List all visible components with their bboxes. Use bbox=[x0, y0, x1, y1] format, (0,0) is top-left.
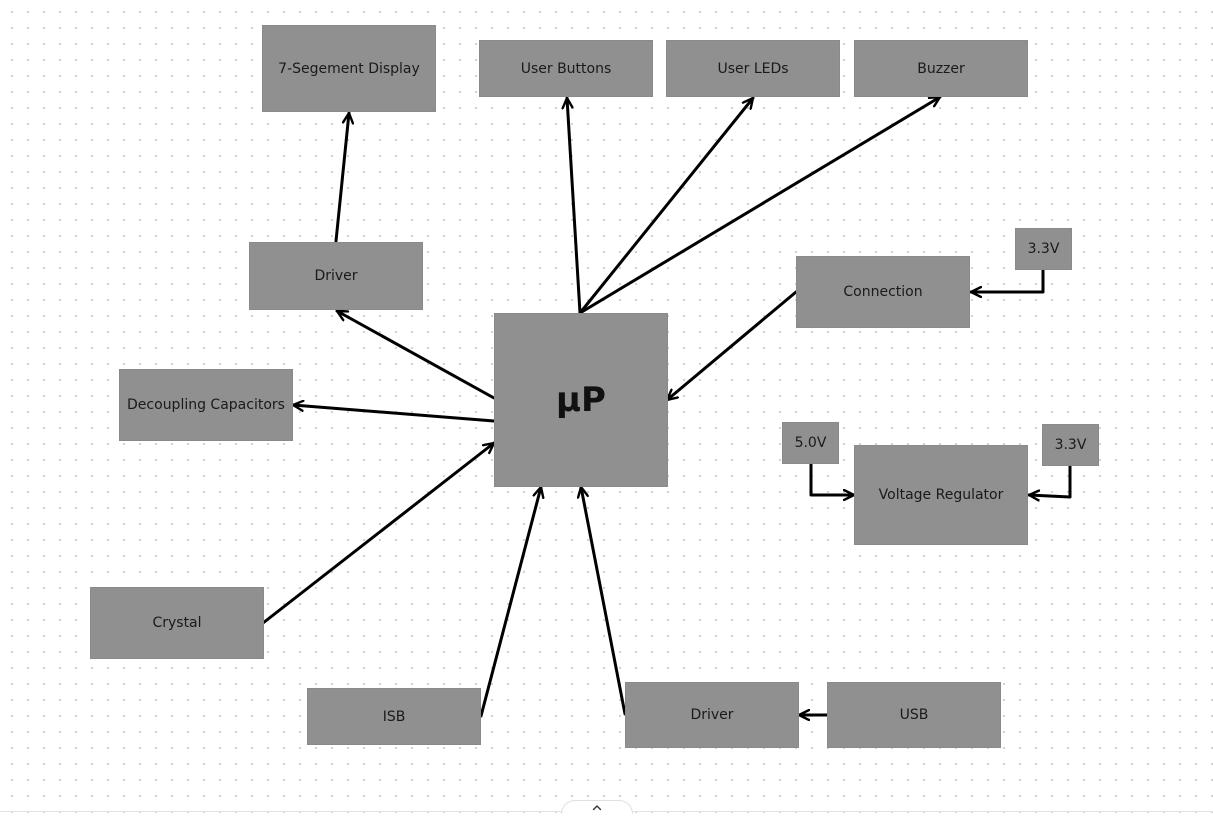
v33-right-label: 3.3V bbox=[1054, 437, 1087, 453]
user-leds-box[interactable]: User LEDs bbox=[666, 40, 840, 97]
v33-top-box[interactable]: 3.3V bbox=[1015, 228, 1072, 270]
isb-box[interactable]: ISB bbox=[307, 688, 481, 745]
edge-connection-to-mcu bbox=[665, 290, 798, 402]
driver-bottom-box[interactable]: Driver bbox=[625, 682, 799, 748]
edge-isb-to-mcu bbox=[479, 485, 541, 718]
edge-v33-right-to-voltage-regulator bbox=[1027, 464, 1072, 497]
edge-mcu-to-user-leds bbox=[578, 96, 755, 315]
edge-mcu-to-driver-top bbox=[335, 309, 496, 400]
user-leds-label: User LEDs bbox=[717, 60, 789, 77]
edge-driver-bottom-to-mcu bbox=[581, 485, 627, 716]
seg-display-label: 7-Segement Display bbox=[278, 60, 420, 77]
usb-box[interactable]: USB bbox=[827, 682, 1001, 748]
edge-driver-top-to-seg-display bbox=[334, 111, 349, 243]
driver-bottom-label: Driver bbox=[690, 707, 734, 723]
v50-label: 5.0V bbox=[794, 435, 827, 451]
collapse-panel-button[interactable] bbox=[561, 800, 633, 814]
mcu-label: μP bbox=[556, 380, 606, 420]
chevron-up-icon bbox=[592, 805, 602, 811]
v33-right-box[interactable]: 3.3V bbox=[1042, 424, 1099, 466]
connection-box[interactable]: Connection bbox=[796, 256, 970, 328]
v50-box[interactable]: 5.0V bbox=[782, 422, 839, 464]
seg-display-box[interactable]: 7-Segement Display bbox=[262, 25, 436, 112]
edge-v50-to-voltage-regulator bbox=[809, 462, 856, 495]
usb-label: USB bbox=[899, 707, 929, 723]
connection-label: Connection bbox=[843, 284, 923, 300]
buzzer-label: Buzzer bbox=[917, 60, 965, 77]
user-buttons-box[interactable]: User Buttons bbox=[479, 40, 653, 97]
crystal-label: Crystal bbox=[152, 615, 202, 631]
edge-mcu-to-decoupling bbox=[291, 405, 496, 423]
voltage-regulator-label: Voltage Regulator bbox=[878, 487, 1004, 503]
edge-mcu-to-buzzer bbox=[578, 95, 942, 315]
decoupling-label: Decoupling Capacitors bbox=[127, 397, 285, 413]
edge-v33-top-to-connection bbox=[969, 268, 1045, 292]
v33-top-label: 3.3V bbox=[1027, 241, 1060, 257]
user-buttons-label: User Buttons bbox=[520, 60, 612, 77]
crystal-box[interactable]: Crystal bbox=[90, 587, 264, 659]
mcu-box[interactable]: μP bbox=[494, 313, 668, 487]
driver-top-box[interactable]: Driver bbox=[249, 242, 423, 310]
edge-mcu-to-user-buttons bbox=[567, 96, 582, 315]
buzzer-box[interactable]: Buzzer bbox=[854, 40, 1028, 97]
voltage-regulator-box[interactable]: Voltage Regulator bbox=[854, 445, 1028, 545]
decoupling-box[interactable]: Decoupling Capacitors bbox=[119, 369, 293, 441]
edge-crystal-to-mcu bbox=[261, 441, 496, 625]
isb-label: ISB bbox=[382, 708, 406, 725]
driver-top-label: Driver bbox=[314, 268, 358, 284]
